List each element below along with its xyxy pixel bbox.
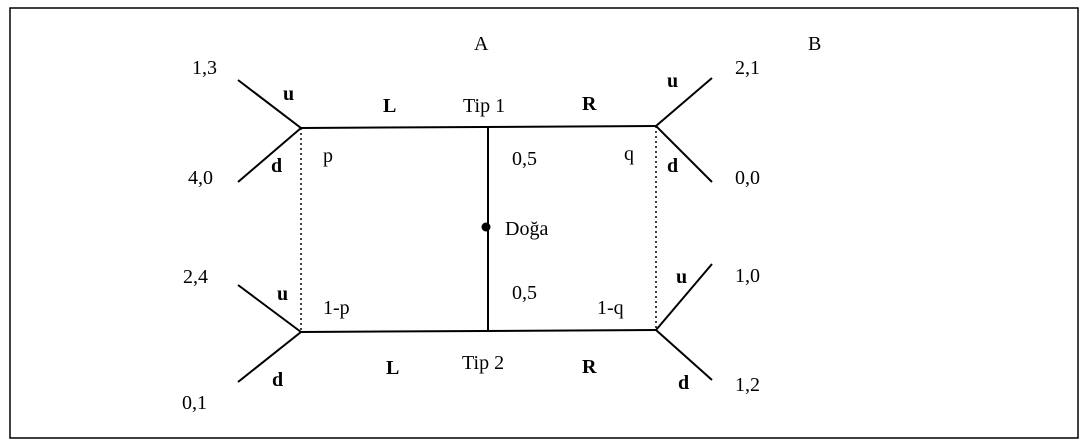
branch-right-bottom-down [655,329,713,381]
action-left-top-up: u [283,83,294,105]
message-right-bottom: R [582,356,597,378]
action-left-top-down: d [271,155,282,177]
branch-left-bottom-up [237,284,302,333]
nature-label: Doğa [505,218,548,240]
payoff-left-bottom-up: 2,4 [183,266,208,288]
branch-right-top-down [655,125,713,183]
belief-1-minus-q: 1-q [597,297,624,319]
edge-bottom-message [300,329,657,333]
payoff-right-top-down: 0,0 [735,167,760,189]
action-right-bottom-down: d [678,372,689,394]
branch-left-top-up [237,79,302,129]
payoff-left-bottom-down: 0,1 [182,392,207,414]
action-right-bottom-up: u [676,266,687,288]
belief-p: p [323,145,333,167]
payoff-right-bottom-down: 1,2 [735,374,760,396]
nature-node [481,222,491,232]
payoff-left-top-up: 1,3 [192,57,217,79]
branch-right-bottom-up [655,263,713,331]
action-right-top-up: u [667,70,678,92]
branch-left-bottom-down [237,331,302,383]
payoff-left-top-down: 4,0 [188,167,213,189]
nature-prob-bottom: 0,5 [512,282,537,304]
belief-1-minus-p: 1-p [323,297,350,319]
belief-q: q [624,143,634,165]
message-left-bottom: L [386,357,399,379]
action-left-bottom-down: d [272,369,283,391]
payoff-right-bottom-up: 1,0 [735,265,760,287]
edge-top-message [300,125,657,129]
message-right-top: R [582,93,597,115]
message-left-top: L [383,95,396,117]
player-a-label: A [474,33,489,55]
action-left-bottom-up: u [277,283,288,305]
branch-right-top-up [655,77,713,127]
type-2-label: Tip 2 [462,352,504,374]
branch-left-top-down [237,127,302,183]
diagram-frame [9,7,1079,439]
player-b-label: B [808,33,821,55]
nature-prob-top: 0,5 [512,148,537,170]
payoff-right-top-up: 2,1 [735,57,760,79]
action-right-top-down: d [667,155,678,177]
type-1-label: Tip 1 [463,95,505,117]
